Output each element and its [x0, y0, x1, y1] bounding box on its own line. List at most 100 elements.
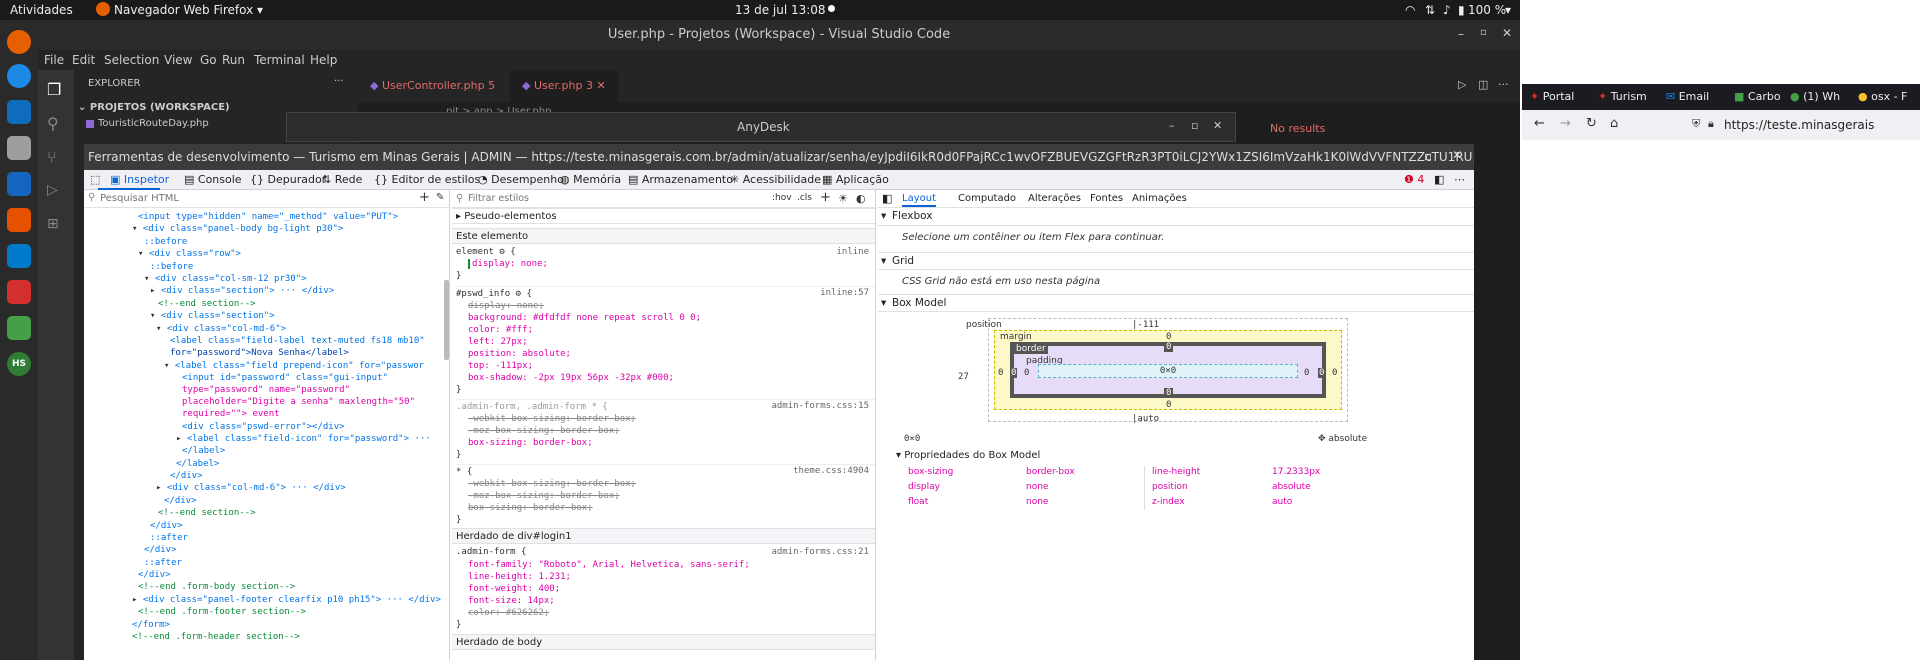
rule-prop[interactable]: background: #dfdfdf none repeat scroll 0… [468, 313, 701, 323]
html-line[interactable]: ▾ <div class="col-md-6"> [156, 324, 287, 334]
file-item[interactable]: TouristicRouteDay.php [98, 118, 209, 129]
html-line[interactable]: </div> [138, 570, 171, 580]
rule-source[interactable]: admin-forms.css:15 [771, 401, 869, 411]
system-menu-chevron-icon[interactable]: ▾ [1505, 3, 1512, 17]
rule-prop[interactable]: box-sizing: border-box; [468, 438, 593, 448]
reload-icon[interactable]: ↻ [1586, 116, 1597, 131]
close-icon[interactable]: ✕ [1213, 119, 1223, 132]
html-line[interactable]: ::before [150, 262, 194, 272]
battery-icon[interactable]: ▮ [1458, 3, 1465, 17]
element-picker-icon[interactable]: ⬚ [90, 173, 101, 186]
rule-prop[interactable]: font-family: "Roboto", Arial, Helvetica,… [468, 560, 750, 570]
rule-selector[interactable]: .admin-form, .admin-form * { [456, 399, 875, 412]
rule-prop[interactable]: top: -111px; [468, 361, 534, 371]
close-icon[interactable]: ✕ [1502, 26, 1513, 40]
boxmodel-props-header[interactable]: ▾ Propriedades do Box Model [896, 450, 1041, 461]
html-line[interactable]: <!--end section--> [158, 508, 256, 518]
tab-style-editor[interactable]: {} Editor de estilos [374, 173, 481, 186]
rule-prop[interactable]: font-size: 14px; [468, 596, 555, 606]
run-debug-icon[interactable]: ▷ [47, 182, 58, 198]
breadcrumb[interactable]: pit > app > User.php [446, 106, 551, 117]
margin-bottom[interactable]: 0 [1166, 400, 1172, 410]
html-line[interactable]: <input type="hidden" name="_method" valu… [138, 212, 399, 222]
html-line[interactable]: ::before [144, 237, 188, 247]
hs-icon[interactable]: HS [7, 352, 31, 376]
margin-left[interactable]: 0 [998, 368, 1004, 378]
tab-layout[interactable]: Layout [902, 193, 936, 207]
tab-storage[interactable]: ▤ Armazenamento [628, 173, 733, 186]
rule-prop[interactable]: box-sizing: border-box; [468, 503, 593, 513]
html-line[interactable]: ▾ <label class="field prepend-icon" for=… [164, 361, 425, 371]
border-right[interactable]: 0 [1318, 368, 1326, 378]
position-left[interactable]: 27 [958, 372, 969, 382]
rule-prop[interactable]: color: #fff; [468, 325, 534, 335]
firefox-icon[interactable] [7, 30, 31, 54]
html-line[interactable]: ▾ <div class="section"> [150, 311, 275, 321]
tab-memory[interactable]: ◍ Memória [560, 173, 622, 186]
padding-left[interactable]: 0 [1024, 368, 1030, 378]
html-search-input[interactable] [100, 191, 400, 206]
anydesk-icon[interactable] [7, 280, 31, 304]
styles-filter-input[interactable] [468, 191, 668, 206]
html-scrollbar[interactable] [444, 280, 449, 360]
tab-usercontroller[interactable]: ◆ UserController.php 5 [370, 79, 496, 92]
rule-source[interactable]: inline:57 [820, 288, 869, 298]
browser-tab[interactable]: ● (1) Wh [1790, 90, 1841, 103]
html-line[interactable]: for="password">Nova Senha</label> [170, 348, 349, 358]
search-icon[interactable]: ⚲ [47, 114, 59, 133]
tab-console[interactable]: ▤ Console [184, 173, 242, 186]
rule-prop[interactable]: line-height: 1.231; [468, 572, 571, 582]
app-menu[interactable]: Navegador Web Firefox ▾ [114, 3, 264, 17]
html-line[interactable]: ::after [150, 533, 188, 543]
split-editor-icon[interactable]: ◫ [1478, 78, 1489, 91]
rule-prop[interactable]: position: absolute; [468, 349, 571, 359]
rule-prop[interactable]: color: #626262; [468, 608, 550, 618]
close-icon[interactable]: ✕ [1452, 148, 1463, 162]
extensions-icon[interactable]: ⊞ [47, 216, 59, 232]
explorer-icon[interactable]: ❐ [47, 80, 62, 99]
html-line[interactable]: <!--end .form-header section--> [132, 632, 300, 642]
border-bottom[interactable]: 0 [1164, 388, 1174, 398]
content-box[interactable]: 0×0 [1038, 364, 1298, 378]
tab-fonts[interactable]: Fontes [1090, 193, 1124, 204]
browser-tab[interactable]: ■ Carbo [1734, 90, 1781, 103]
light-theme-icon[interactable]: ☀ [838, 192, 848, 205]
html-line[interactable]: ▸ <div class="section"> ··· </div> [150, 286, 335, 296]
boxmodel-section-header[interactable]: ▾Box Model [878, 294, 1474, 312]
html-line-selected[interactable]: <input id="password" class="gui-input" [182, 373, 388, 383]
rule-selector[interactable]: element ⚙ { [456, 247, 516, 257]
source-control-icon[interactable]: ⑂ [47, 148, 57, 167]
html-line[interactable]: </div> [164, 496, 197, 506]
home-icon[interactable]: ⌂ [1610, 116, 1619, 131]
rule-prop[interactable]: display: none; [468, 301, 544, 311]
flexbox-section-header[interactable]: ▾Flexbox [878, 208, 1474, 226]
margin-right[interactable]: 0 [1332, 368, 1338, 378]
rule-prop[interactable]: display: none; [468, 259, 548, 269]
minimize-icon[interactable]: – [1458, 27, 1464, 41]
html-line[interactable]: </div> [170, 471, 203, 481]
html-line[interactable]: ▸ <div class="col-md-6"> ··· </div> [156, 483, 346, 493]
add-node-icon[interactable]: + [419, 190, 430, 205]
outlook-icon[interactable] [7, 100, 31, 124]
more-actions-icon[interactable]: ··· [1498, 78, 1509, 91]
rule-prop[interactable]: -webkit-box-sizing: border-box; [468, 479, 636, 489]
software-center-icon[interactable] [7, 208, 31, 232]
pseudo-elements-header[interactable]: ▸ Pseudo-elementos [452, 208, 875, 224]
close-tab-icon[interactable]: ✕ [596, 79, 606, 92]
cls-toggle[interactable]: .cls [797, 193, 812, 203]
html-line[interactable]: </div> [144, 545, 177, 555]
menu-go[interactable]: Go [200, 53, 217, 67]
menu-help[interactable]: Help [310, 53, 338, 67]
shield-icon[interactable]: ⛨ [1692, 117, 1701, 130]
url-bar[interactable]: https://teste.minasgerais [1724, 118, 1875, 132]
chrome-icon[interactable] [7, 316, 31, 340]
dark-theme-icon[interactable]: ◐ [856, 192, 866, 205]
clock[interactable]: 13 de jul 13:08 [735, 3, 826, 17]
workspace-header[interactable]: ⌄ PROJETOS (WORKSPACE) [78, 102, 230, 113]
html-line[interactable]: ▸ <label class="field-icon" for="passwor… [176, 434, 431, 444]
rule-prop[interactable]: -webkit-box-sizing: border-box; [468, 414, 636, 424]
html-line[interactable]: <label class="field-label text-muted fs1… [170, 336, 425, 346]
tab-performance[interactable]: ◔ Desempenho [478, 173, 564, 186]
browser-tab[interactable]: ✦ Turism [1598, 90, 1647, 103]
tab-animations[interactable]: Animações [1132, 193, 1187, 204]
